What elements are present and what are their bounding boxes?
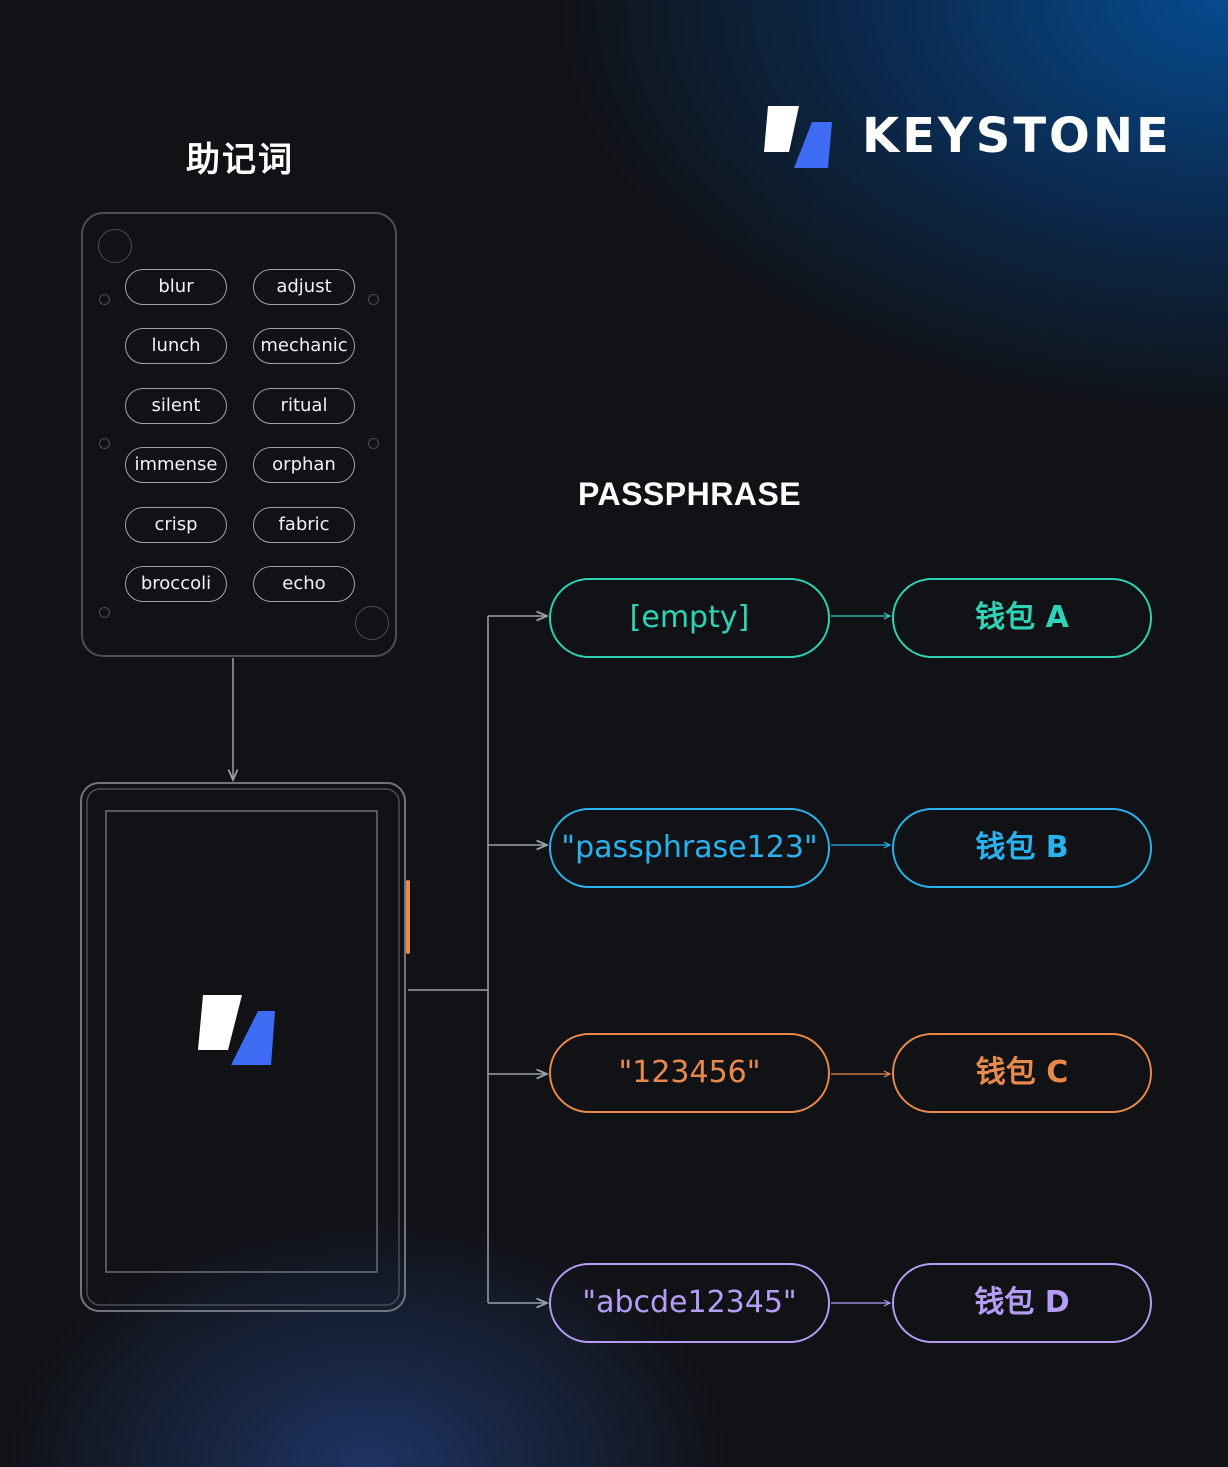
- wallet-pill-d: 钱包 D: [892, 1263, 1152, 1343]
- card-dot: [99, 607, 110, 618]
- mnemonic-word: immense: [125, 447, 227, 483]
- mnemonic-word: broccoli: [125, 566, 227, 602]
- mnemonic-title: 助记词: [186, 140, 294, 180]
- passphrase-pill-b: "passphrase123": [549, 808, 830, 888]
- passphrase-title: PASSPHRASE: [578, 476, 802, 512]
- card-dot: [99, 294, 110, 305]
- mnemonic-word: blur: [125, 269, 227, 305]
- wallet-pill-a: 钱包 A: [892, 578, 1152, 658]
- mnemonic-word: lunch: [125, 328, 227, 364]
- keystone-logo-icon: [764, 106, 832, 168]
- passphrase-pill-c: "123456": [549, 1033, 830, 1113]
- hardware-wallet-device: [80, 782, 410, 1312]
- mnemonic-word: adjust: [253, 269, 355, 305]
- mnemonic-word: crisp: [125, 507, 227, 543]
- card-hole: [355, 606, 389, 640]
- card-hole: [98, 229, 132, 263]
- arrow-head: [883, 841, 892, 849]
- arrow-head: [883, 1070, 892, 1078]
- brand-name: KEYSTONE: [862, 108, 1172, 164]
- mnemonic-word: orphan: [253, 447, 355, 483]
- wallet-pill-c: 钱包 C: [892, 1033, 1152, 1113]
- arrow-head: [883, 1299, 892, 1307]
- wallet-pill-b: 钱包 B: [892, 808, 1152, 888]
- card-dot: [368, 294, 379, 305]
- mnemonic-word: echo: [253, 566, 355, 602]
- card-dot: [99, 438, 110, 449]
- mnemonic-word: silent: [125, 388, 227, 424]
- mnemonic-card: blur adjust lunch mechanic silent ritual…: [81, 212, 397, 657]
- arrow-head: [883, 612, 892, 620]
- device-logo-icon: [198, 995, 275, 1065]
- passphrase-pill-d: "abcde12345": [549, 1263, 830, 1343]
- card-dot: [368, 438, 379, 449]
- mnemonic-word: mechanic: [253, 328, 355, 364]
- device-side-button: [406, 880, 410, 954]
- mnemonic-word: fabric: [253, 507, 355, 543]
- passphrase-pill-a: [empty]: [549, 578, 830, 658]
- device-screen: [105, 810, 378, 1273]
- mnemonic-word: ritual: [253, 388, 355, 424]
